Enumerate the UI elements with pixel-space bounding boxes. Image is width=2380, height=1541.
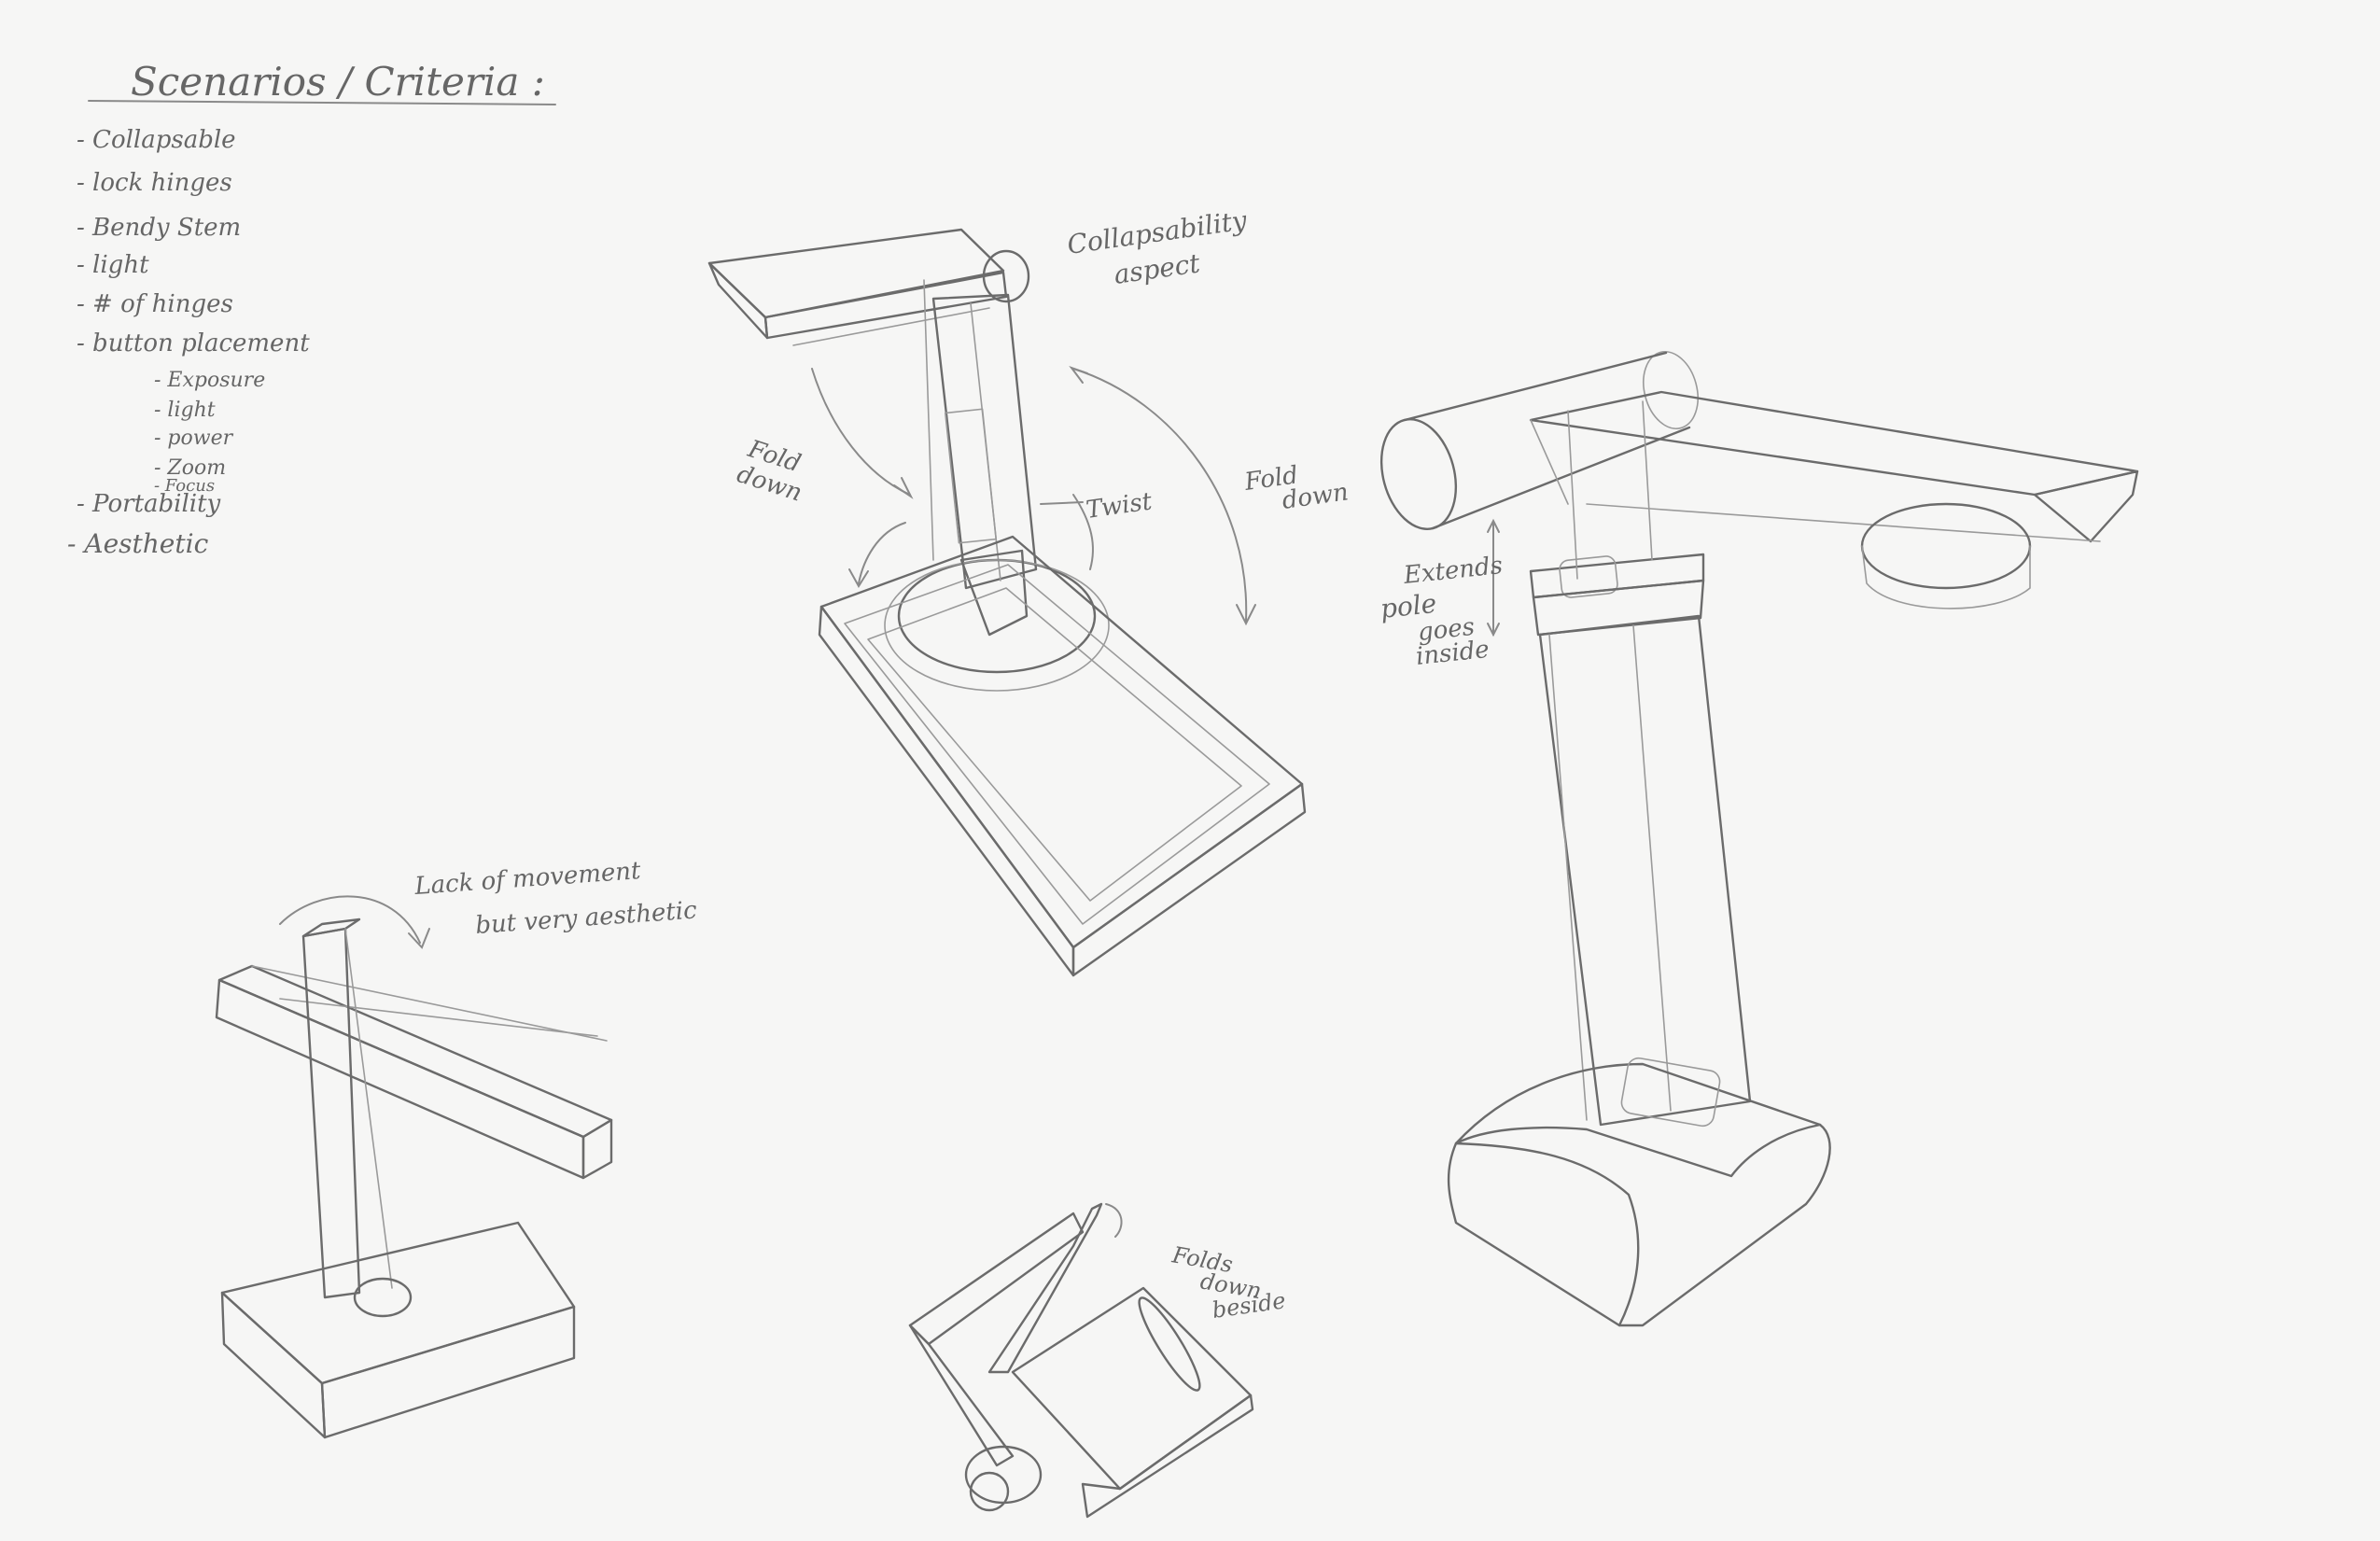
lamp-base-tray xyxy=(819,535,1304,949)
lamp-pole xyxy=(931,293,1038,590)
annotation-extends: goes xyxy=(1417,613,1477,647)
fold-down-right-arrow xyxy=(1072,368,1248,622)
criteria-item: - lock hinges xyxy=(77,169,232,197)
fold-arm-lower xyxy=(908,1212,1085,1346)
criteria-sub-item: - power xyxy=(154,427,234,450)
fold-base-slot xyxy=(1138,1296,1201,1392)
lamp-head-side xyxy=(707,261,769,340)
criteria-item: - button placement xyxy=(77,329,310,357)
criteria-sub-item: - Exposure xyxy=(154,369,265,392)
t-lamp-pole xyxy=(301,927,361,1299)
criteria-sub-item: - Focus xyxy=(154,476,215,496)
sketch-extending-arm: Extends pole goes inside xyxy=(1379,350,2139,1327)
criteria-sub-item: - Zoom xyxy=(154,456,226,480)
lamp-base-disk xyxy=(897,558,1097,674)
criteria-item: - Portability xyxy=(77,490,221,518)
arm-cylinder-end xyxy=(1379,418,1458,530)
arm-plate-top xyxy=(1529,390,2139,497)
t-lamp-rotate-arrow xyxy=(279,895,421,944)
annotation-lack-of-movement: Lack of movement xyxy=(413,857,642,901)
arm-base-top xyxy=(1454,1062,1822,1178)
criteria-item: - Aesthetic xyxy=(67,528,209,559)
annotation-extends: Extends xyxy=(1402,552,1505,590)
t-lamp-bar-top xyxy=(217,964,613,1139)
criteria-item: - Bendy Stem xyxy=(77,214,241,242)
sketch-fold-beside: Folds down beside xyxy=(908,1202,1287,1519)
lamp-hinge-cylinder xyxy=(982,249,1030,303)
sketch-t-lamp: Lack of movement but very aesthetic xyxy=(215,857,698,1439)
criteria-item: - # of hinges xyxy=(77,290,233,318)
criteria-sub-item: - light xyxy=(154,399,216,422)
fold-down-left-arrow xyxy=(811,368,911,496)
annotation-collapsability: aspect xyxy=(1112,247,1202,290)
criteria-list: Scenarios / Criteria : - Collapsable - l… xyxy=(67,59,556,559)
arm-pole xyxy=(1538,614,1752,1127)
annotation-collapsability: Collapsability xyxy=(1065,204,1250,260)
t-lamp-bar-front xyxy=(215,978,585,1180)
arm-camera-head xyxy=(1860,502,2032,590)
criteria-item: - light xyxy=(77,251,149,279)
fold-arm-upper xyxy=(987,1202,1103,1374)
annotation-lack-of-movement: but very aesthetic xyxy=(474,896,698,940)
t-lamp-joint xyxy=(353,1277,413,1318)
sketch-folding-lamp: Collapsability aspect Fold down Twist Fo… xyxy=(707,204,1351,977)
criteria-item: - Collapsable xyxy=(77,126,236,154)
criteria-title: Scenarios / Criteria : xyxy=(131,59,545,105)
lamp-joint xyxy=(959,549,1029,637)
annotation-extends: pole xyxy=(1379,588,1437,624)
criteria-title-underline xyxy=(88,100,556,105)
fold-camera-head xyxy=(964,1445,1043,1505)
annotation-twist: Twist xyxy=(1085,487,1155,525)
